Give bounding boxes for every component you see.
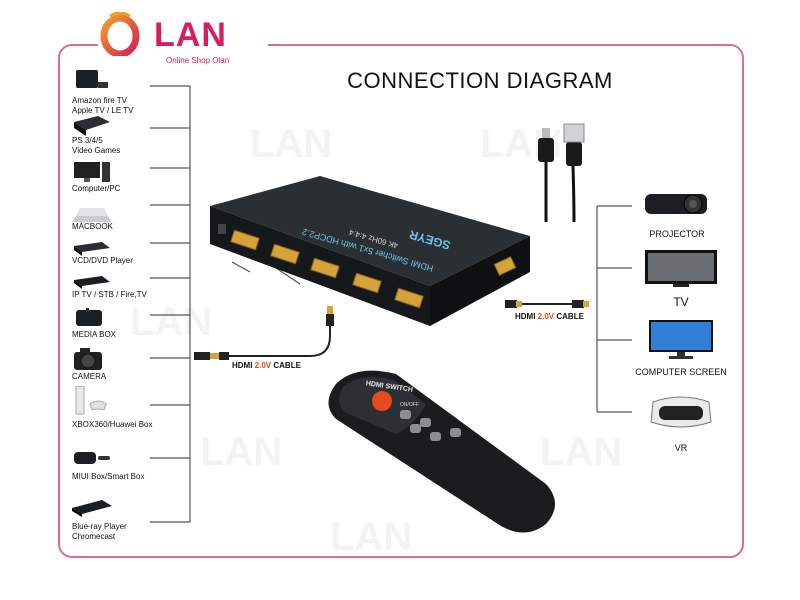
- power-usb-cables: [538, 123, 585, 223]
- source-device-label: CAMERA: [72, 372, 107, 381]
- monitor-icon: [649, 320, 713, 359]
- source-device-item: PS 3/4/5 Video Games: [72, 114, 190, 158]
- source-device-label: MIUI Box/Smart Box: [72, 472, 145, 481]
- diagram-frame: [58, 44, 744, 558]
- vr-headset-icon: [650, 396, 712, 428]
- display-device-label: COMPUTER SCREEN: [635, 367, 727, 377]
- display-device-label: PROJECTOR: [649, 229, 705, 239]
- watermark-text: LAN: [540, 430, 622, 475]
- source-device-item: MEDIA BOX: [72, 306, 190, 340]
- bluray-player-icon: [72, 500, 112, 517]
- set-top-box-icon: [74, 276, 110, 289]
- xbox-icon: [75, 386, 107, 415]
- source-device-label: MACBOOK: [72, 222, 113, 231]
- source-device-label: PS 3/4/5 Video Games: [72, 136, 121, 155]
- watermark-text: LAN: [330, 515, 412, 560]
- tv-icon: [645, 250, 717, 287]
- source-device-label: XBOX360/Huawei Box: [72, 420, 153, 429]
- power-jack: [218, 224, 226, 234]
- smart-box-icon: [74, 452, 110, 464]
- hdmi-ports: [230, 229, 517, 309]
- output-hdmi-cable: [505, 300, 589, 308]
- display-device-item: TV: [626, 248, 736, 309]
- display-device-item: VR: [626, 392, 736, 453]
- source-device-item: Blue-ray Player Chromecast: [72, 496, 190, 542]
- source-device-label: IP TV / STB / Fire,TV: [72, 290, 147, 299]
- watermark-text: LAN: [200, 430, 282, 475]
- source-device-item: MIUI Box/Smart Box: [72, 446, 190, 486]
- source-device-label: Amazon fire TV Apple TV / LE TV: [72, 96, 134, 115]
- dvd-player-icon: [74, 242, 110, 256]
- source-device-item: VCD/DVD Player: [72, 238, 190, 270]
- media-stick-icon: [76, 70, 108, 88]
- camera-icon: [74, 348, 102, 370]
- source-device-item: XBOX360/Huawei Box: [72, 386, 190, 432]
- source-device-label: Blue-ray Player Chromecast: [72, 522, 127, 541]
- logo-tagline: Online Shop Olan: [166, 56, 230, 65]
- display-device-label: VR: [674, 443, 688, 453]
- hdmi-switch: HDMI Switcher 5x1 with HDCP2.2 4K 60Hz 4…: [210, 176, 530, 326]
- remote-power-button: [372, 391, 392, 411]
- watermark-text: LAN: [130, 300, 212, 345]
- source-device-item: Amazon fire TV Apple TV / LE TV: [72, 68, 190, 115]
- desktop-pc-icon: [74, 162, 110, 182]
- logo-wordmark: LAN: [154, 16, 227, 54]
- game-console-icon: [74, 116, 110, 136]
- source-device-item: Computer/PC: [72, 160, 190, 200]
- brand-logo: LAN Online Shop Olan: [100, 12, 270, 68]
- source-device-item: MACBOOK: [72, 202, 190, 236]
- remote-power-label: ON/OFF: [400, 402, 419, 408]
- laptop-icon: [72, 208, 112, 222]
- diagram-title: CONNECTION DIAGRAM: [347, 68, 613, 93]
- source-device-item: CAMERA: [72, 346, 190, 384]
- display-device-item: COMPUTER SCREEN: [626, 318, 736, 377]
- source-device-item: IP TV / STB / Fire,TV: [72, 272, 190, 304]
- input-hdmi-cable: [194, 306, 334, 360]
- source-device-label: Computer/PC: [72, 184, 121, 193]
- media-box-icon: [76, 308, 102, 326]
- display-device-label: TV: [673, 295, 689, 309]
- display-device-item: PROJECTOR: [622, 186, 732, 239]
- remote-buttons: [400, 410, 461, 441]
- input-cable-label: HDMI 2.0V CABLE: [232, 361, 301, 370]
- output-cable-label: HDMI 2.0V CABLE: [515, 312, 584, 321]
- source-device-label: VCD/DVD Player: [72, 256, 133, 265]
- projector-icon: [645, 194, 707, 214]
- remote-control: HDMI SWITCH ON/OFF: [328, 370, 555, 533]
- logo-o-icon: [100, 12, 140, 56]
- watermark-text: LAN: [250, 122, 332, 167]
- source-device-label: MEDIA BOX: [72, 330, 117, 339]
